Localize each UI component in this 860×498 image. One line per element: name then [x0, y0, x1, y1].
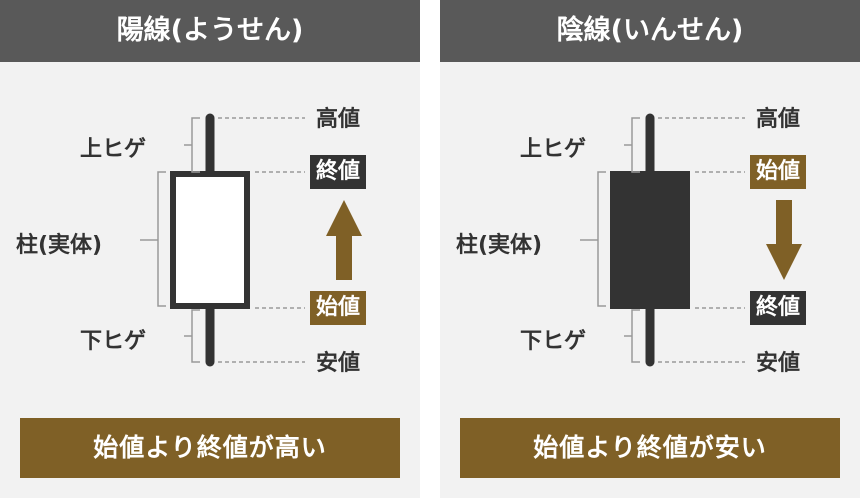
bearish-body — [610, 171, 690, 309]
body-label: 柱(実体) — [456, 233, 543, 258]
open-label: 始値 — [310, 291, 367, 325]
bearish-caption: 始値より終値が安い — [460, 418, 840, 478]
bullish-caption: 始値より終値が高い — [20, 418, 400, 478]
bearish-candle-panel: 陰線(いんせん) 上ヒゲ 柱(実体) 下ヒゲ 高値 始値 終値 安値 始値より終… — [440, 0, 860, 498]
open-label: 始値 — [750, 155, 807, 189]
low-label: 安値 — [756, 351, 801, 376]
body-bracket — [140, 171, 166, 307]
upper-wick-bracket — [624, 117, 640, 173]
bullish-candle-diagram — [140, 113, 362, 367]
upper-wick-label: 上ヒゲ — [80, 137, 147, 162]
bullish-body — [170, 171, 250, 309]
lower-wick-bracket — [184, 309, 200, 363]
low-label: 安値 — [316, 351, 361, 376]
close-label: 終値 — [310, 155, 367, 189]
body-label: 柱(実体) — [16, 233, 103, 258]
high-label: 高値 — [756, 107, 801, 132]
bearish-title: 陰線(いんせん) — [440, 0, 860, 62]
high-label: 高値 — [316, 107, 361, 132]
lower-wick-bracket — [624, 309, 640, 363]
up-arrow-icon — [326, 200, 362, 280]
lower-wick-label: 下ヒゲ — [520, 329, 587, 354]
body-bracket — [580, 171, 606, 307]
bullish-title: 陽線(ようせん) — [0, 0, 420, 62]
bearish-candle-diagram — [580, 113, 802, 367]
down-arrow-icon — [766, 200, 802, 280]
upper-wick-bracket — [184, 117, 200, 173]
upper-wick-label: 上ヒゲ — [520, 137, 587, 162]
close-label: 終値 — [750, 291, 807, 325]
lower-wick-label: 下ヒゲ — [80, 329, 147, 354]
bullish-candle-panel: 陽線(ようせん) 上ヒゲ 柱(実体) 下ヒゲ 高値 終値 始値 安値 始値より終… — [0, 0, 420, 498]
